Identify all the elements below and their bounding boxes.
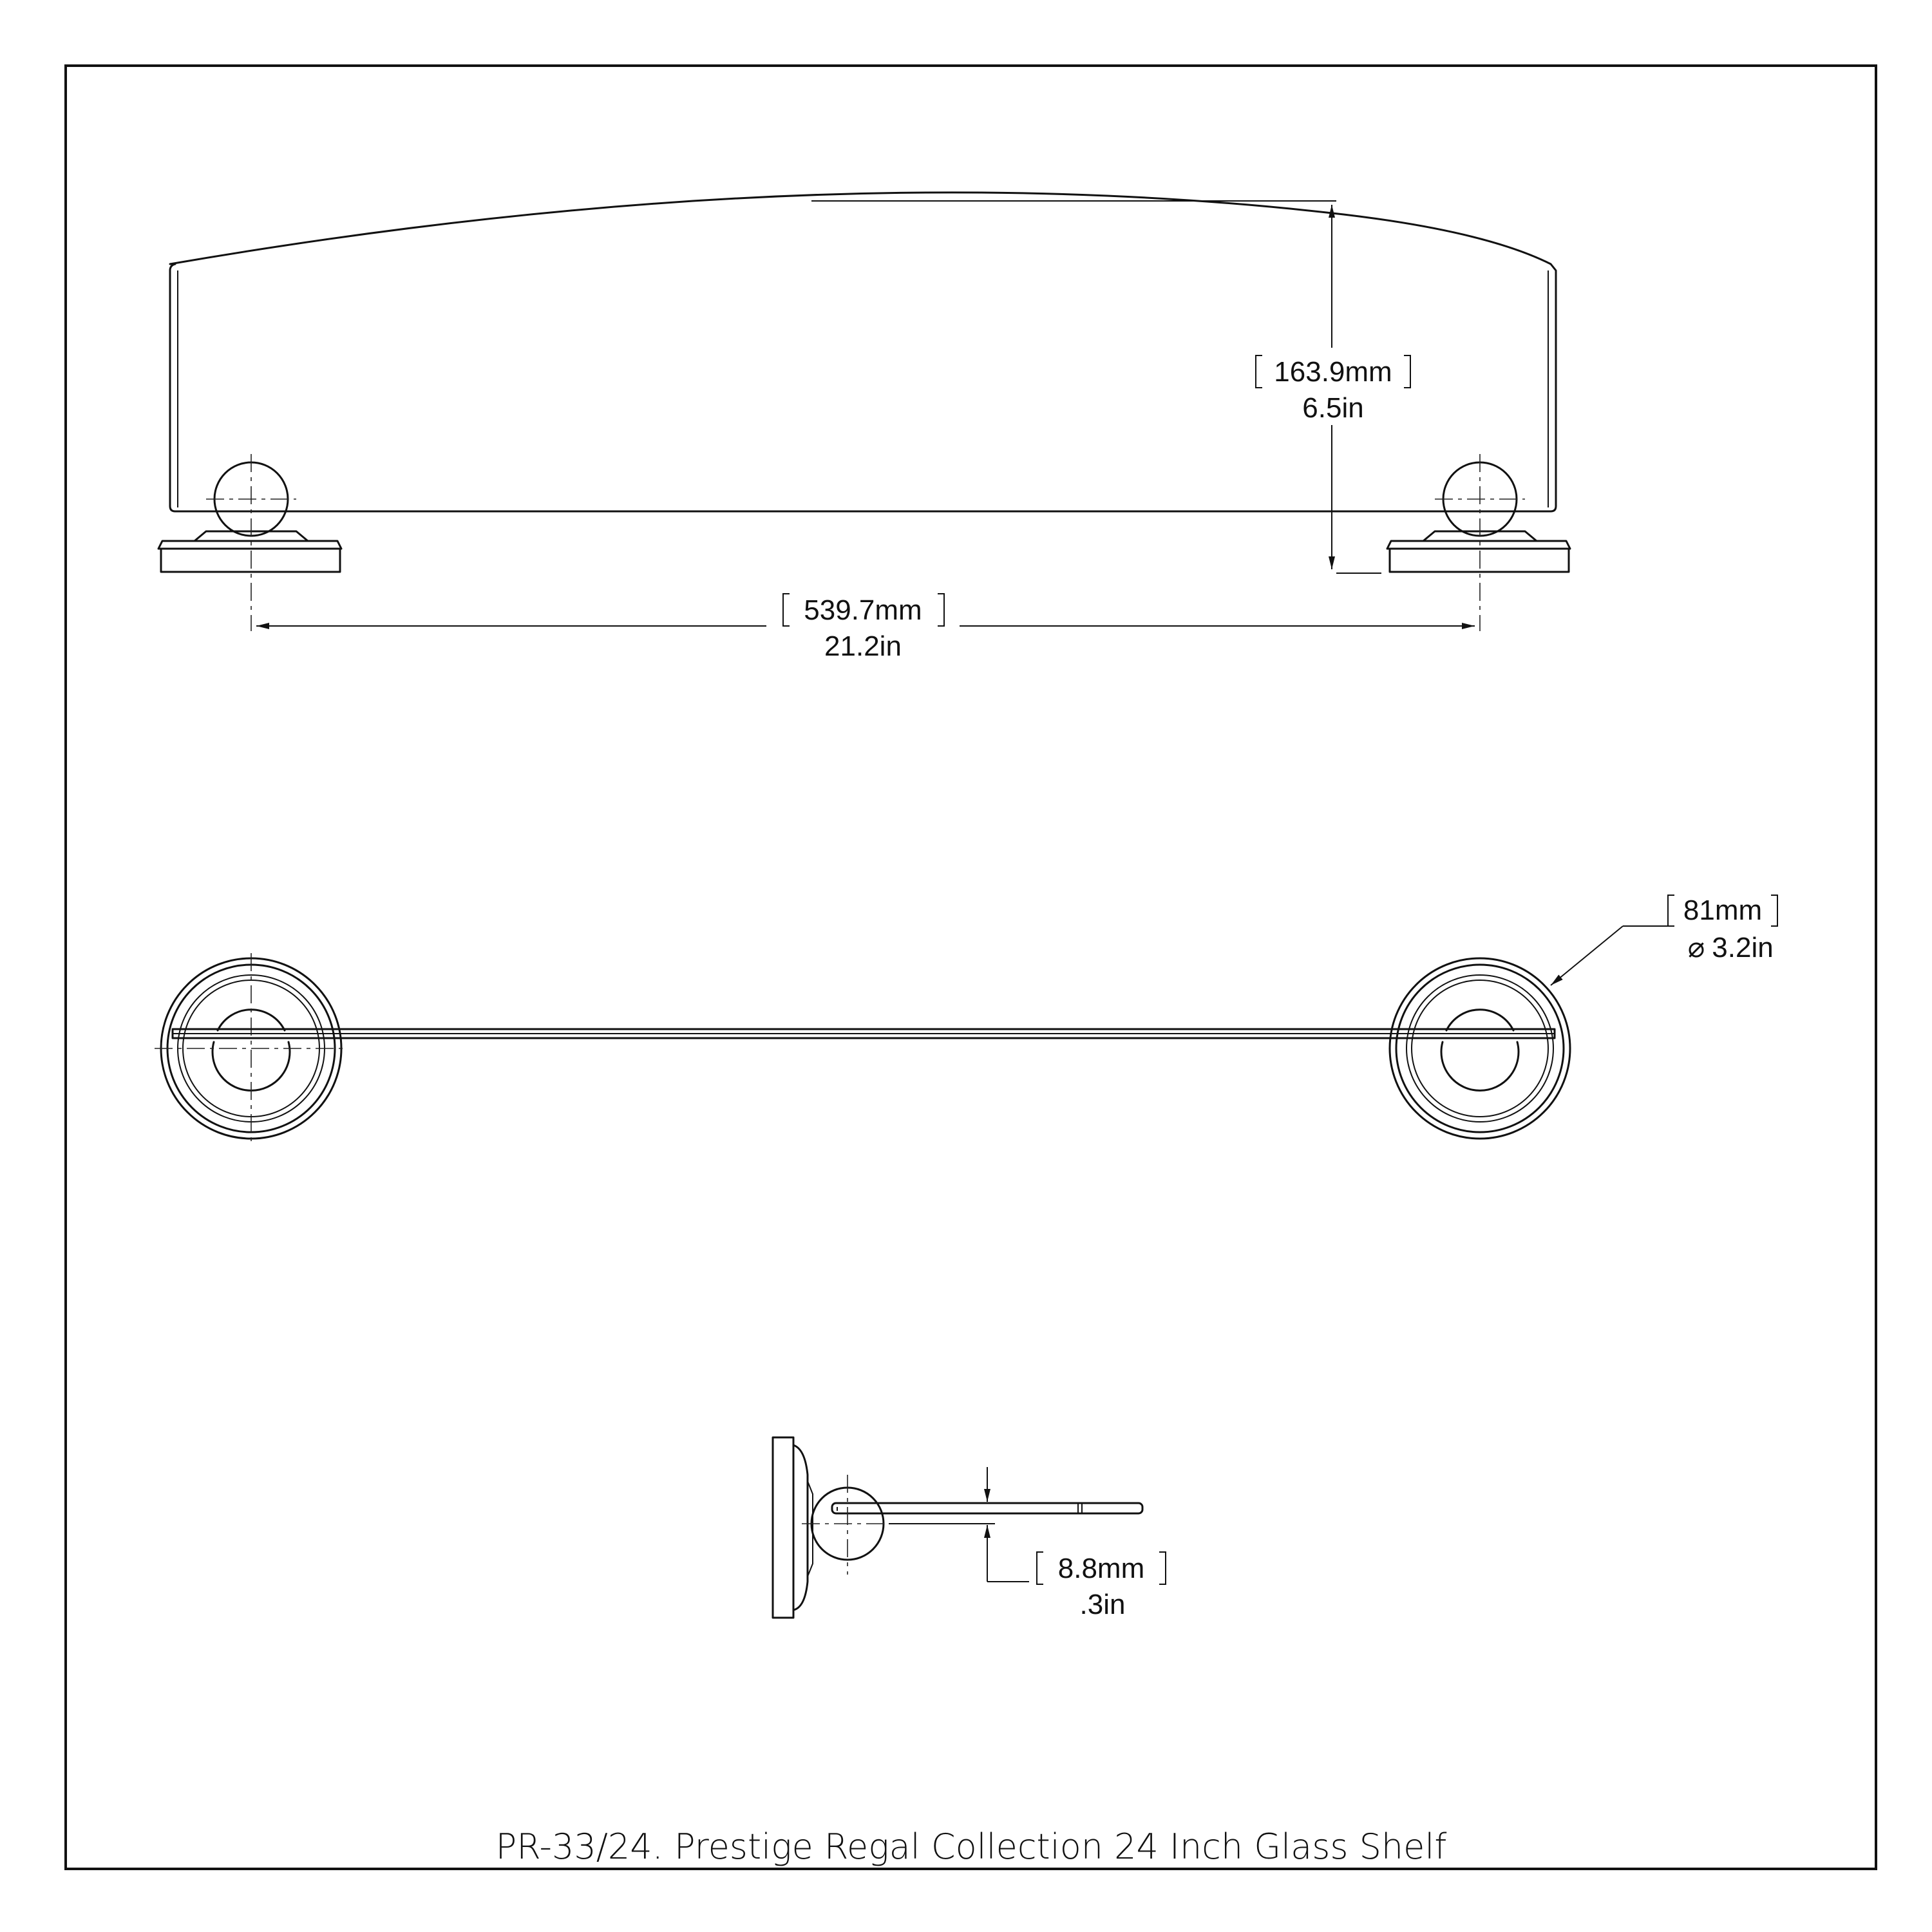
left-bracket-front	[157, 454, 343, 631]
diameter-mm-label: 81mm	[1683, 895, 1762, 926]
height-in-label: 6.5in	[1302, 392, 1363, 424]
width-in-label: 21.2in	[824, 630, 902, 662]
height-dimension: 163.9mm 6.5in	[811, 200, 1411, 574]
left-flange-top	[155, 953, 348, 1143]
thickness-mm-label: 8.8mm	[1058, 1553, 1144, 1584]
diameter-dimension: 81mm ⌀ 3.2in	[1550, 895, 1778, 986]
diameter-in-label: 3.2in	[1712, 932, 1773, 963]
right-flange-top	[1388, 957, 1571, 1140]
glass-shelf-front	[169, 191, 1557, 513]
side-view: 8.8mm .3in	[772, 1436, 1166, 1620]
width-mm-label: 539.7mm	[804, 594, 922, 626]
drawing-title: PR-33/24. Prestige Regal Collection 24 I…	[496, 1826, 1447, 1867]
wall-flange-side	[772, 1436, 795, 1619]
diameter-symbol: ⌀	[1688, 932, 1705, 963]
thickness-dimension: 8.8mm .3in	[889, 1467, 1166, 1620]
width-dimension: 539.7mm 21.2in	[256, 593, 1475, 662]
front-view: 163.9mm 6.5in 539.7mm 21.2in	[157, 191, 1571, 662]
thickness-in-label: .3in	[1080, 1589, 1126, 1620]
right-bracket-front	[1386, 454, 1571, 631]
top-view: 81mm ⌀ 3.2in	[155, 895, 1778, 1143]
height-mm-label: 163.9mm	[1274, 356, 1392, 388]
drawing-border	[64, 64, 1877, 1870]
